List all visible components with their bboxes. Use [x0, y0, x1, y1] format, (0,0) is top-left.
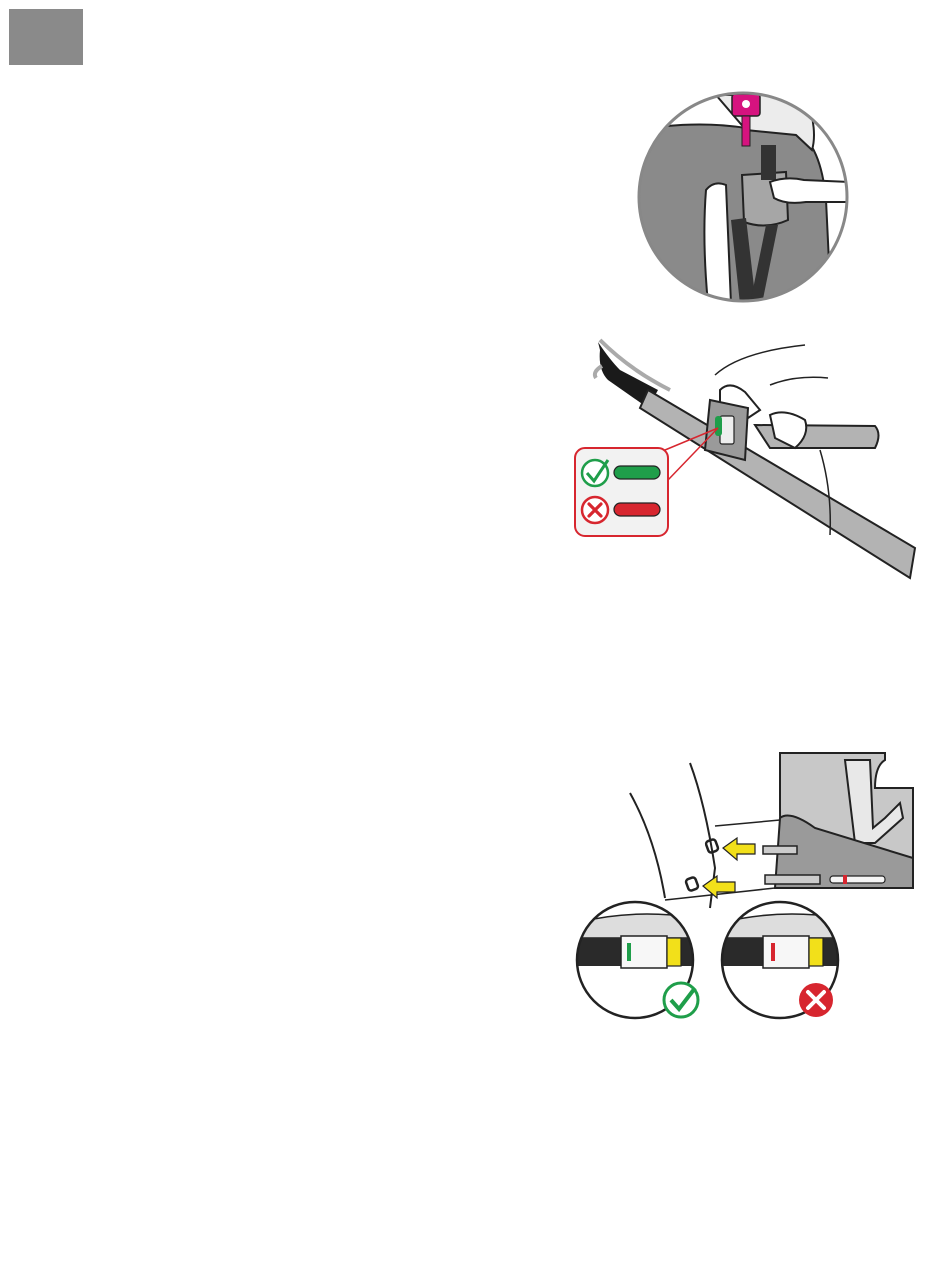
green-indicator-bar: [614, 466, 660, 479]
isofix-indicator-green: [627, 943, 631, 961]
cross-icon: [582, 497, 608, 523]
belt-tension-illustration: [570, 330, 930, 580]
check-icon: [664, 983, 698, 1017]
page-tab: [9, 9, 83, 65]
check-icon: [582, 460, 608, 486]
belt-indicator-window: [715, 416, 722, 436]
red-indicator-bar: [614, 503, 660, 516]
headrest-adjust-illustration: [636, 90, 850, 304]
cross-icon: [799, 983, 833, 1017]
isofix-illustration: [575, 748, 920, 1023]
isofix-indicator-red: [771, 943, 775, 961]
arrow-left-icon: [723, 838, 755, 860]
